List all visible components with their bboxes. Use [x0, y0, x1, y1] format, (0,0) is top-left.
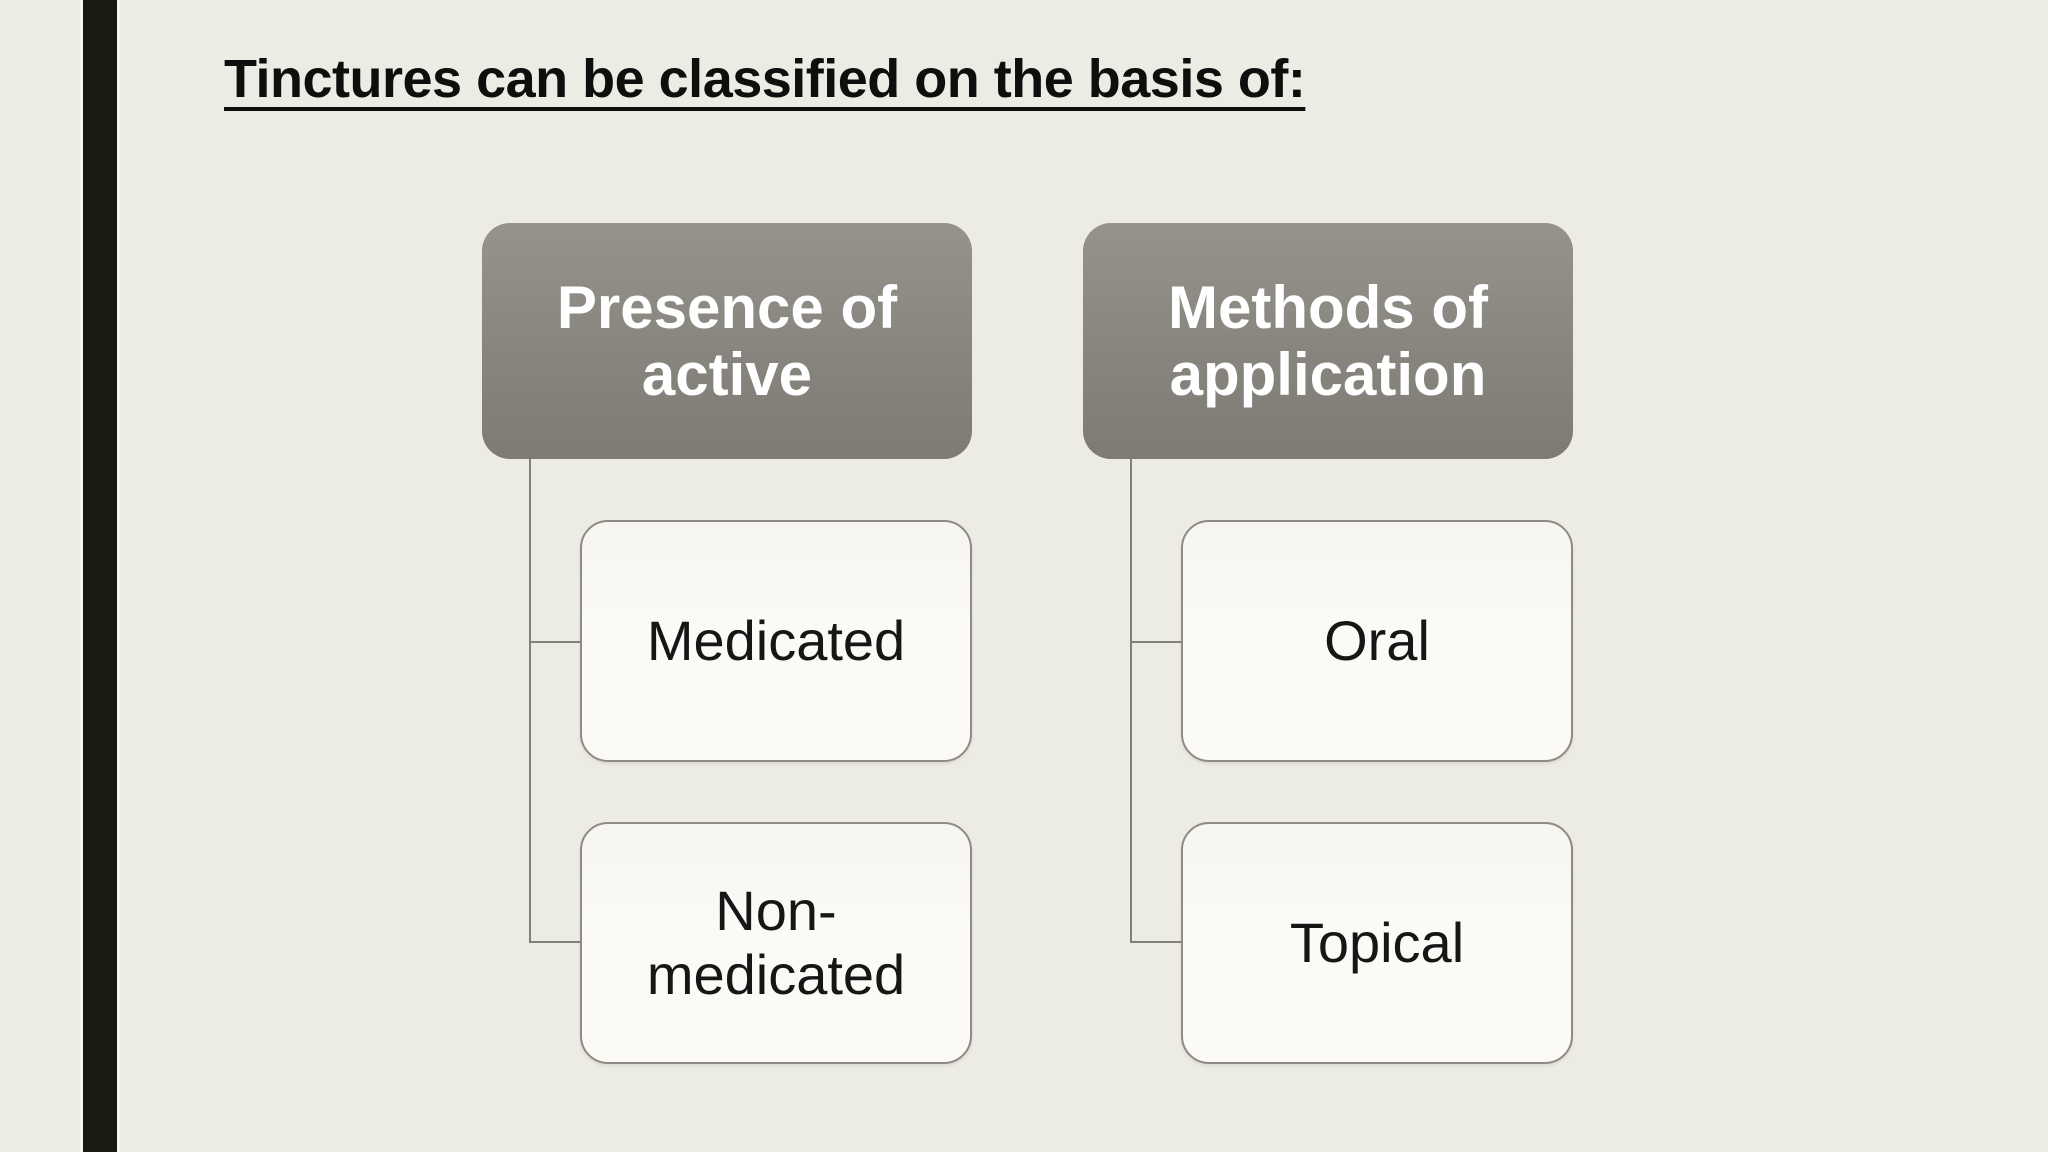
left-accent-bar — [80, 0, 120, 1152]
node-non-medicated: Non-medicated — [580, 822, 972, 1064]
node-topical: Topical — [1181, 822, 1573, 1064]
connector-horizontal — [529, 641, 582, 643]
connector-horizontal — [1130, 641, 1183, 643]
slide-title: Tinctures can be classified on the basis… — [224, 49, 1306, 109]
connector-vertical — [529, 459, 531, 943]
node-medicated: Medicated — [580, 520, 972, 762]
node-methods-of-application: Methods of application — [1083, 223, 1573, 459]
diagram-column-presence-of-active: Presence of active Medicated Non-medicat… — [482, 223, 972, 1068]
diagram-column-methods-of-application: Methods of application Oral Topical — [1083, 223, 1573, 1068]
connector-vertical — [1130, 459, 1132, 943]
node-presence-of-active: Presence of active — [482, 223, 972, 459]
connector-horizontal — [529, 941, 582, 943]
node-oral: Oral — [1181, 520, 1573, 762]
connector-horizontal — [1130, 941, 1183, 943]
